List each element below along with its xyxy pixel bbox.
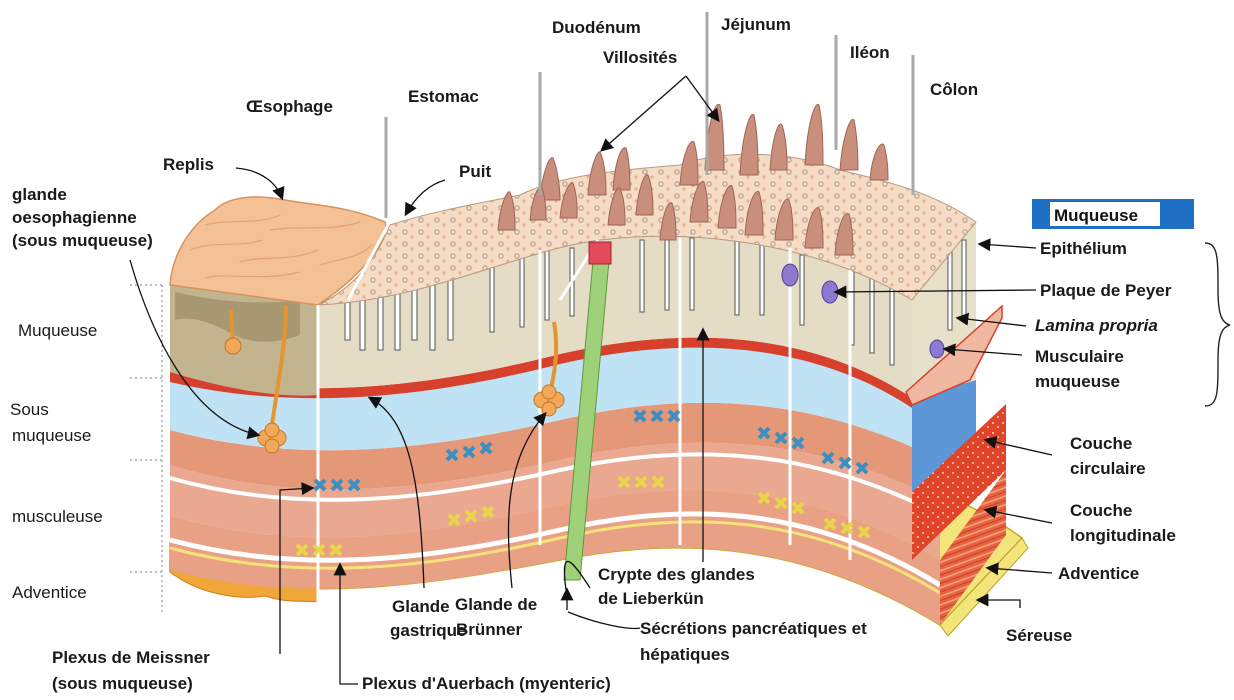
label-couche-circ-1: Couche xyxy=(1070,434,1132,453)
layer-sous-muqueuse-2: muqueuse xyxy=(12,426,91,445)
label-glande-oeso-2: oesophagienne xyxy=(12,208,137,227)
layer-musculeuse: musculeuse xyxy=(12,507,103,526)
label-puit: Puit xyxy=(459,162,491,181)
label-couche-circ-2: circulaire xyxy=(1070,459,1146,478)
label-duodenum: Duodénum xyxy=(552,18,641,37)
label-meissner-2: (sous muqueuse) xyxy=(52,674,193,693)
label-crypte-1: Crypte des glandes xyxy=(598,565,755,584)
layer-muqueuse: Muqueuse xyxy=(18,321,97,340)
label-couche-long-1: Couche xyxy=(1070,501,1132,520)
label-musc-muq-2: muqueuse xyxy=(1035,372,1120,391)
label-estomac: Estomac xyxy=(408,87,479,106)
label-musc-muq-1: Musculaire xyxy=(1035,347,1124,366)
mucosa-brace xyxy=(1205,243,1230,406)
label-secretions-1: Sécrétions pancréatiques et xyxy=(640,619,867,638)
label-adventice-right: Adventice xyxy=(1058,564,1139,583)
layer-adventice: Adventice xyxy=(12,583,87,602)
layer-sous-muqueuse-1: Sous xyxy=(10,400,49,419)
label-crypte-2: de Lieberkün xyxy=(598,589,704,608)
label-glande-brunner-2: Brünner xyxy=(456,620,523,639)
label-glande-oeso-3: (sous muqueuse) xyxy=(12,231,153,250)
label-lamina-propria: Lamina propria xyxy=(1035,316,1158,335)
label-replis: Replis xyxy=(163,155,214,174)
label-jejunum: Jéjunum xyxy=(721,15,791,34)
label-glande-gastrique-1: Glande xyxy=(392,597,450,616)
label-villosites: Villosités xyxy=(603,48,677,67)
label-glande-brunner-1: Glande de xyxy=(455,595,537,614)
left-layer-bracket xyxy=(130,285,165,612)
label-meissner-1: Plexus de Meissner xyxy=(52,648,210,667)
label-secretions-2: hépatiques xyxy=(640,645,730,664)
label-auerbach: Plexus d'Auerbach (myenteric) xyxy=(362,674,611,693)
label-sereuse: Séreuse xyxy=(1006,626,1072,645)
label-plaque-peyer: Plaque de Peyer xyxy=(1040,281,1172,300)
label-ileon: Iléon xyxy=(850,43,890,62)
label-colon: Côlon xyxy=(930,80,978,99)
label-epithelium: Epithélium xyxy=(1040,239,1127,258)
header-muqueuse: Muqueuse xyxy=(1054,206,1138,225)
label-oesophage: Œsophage xyxy=(246,97,333,116)
label-glande-oeso-1: glande xyxy=(12,185,67,204)
label-couche-long-2: longitudinale xyxy=(1070,526,1176,545)
